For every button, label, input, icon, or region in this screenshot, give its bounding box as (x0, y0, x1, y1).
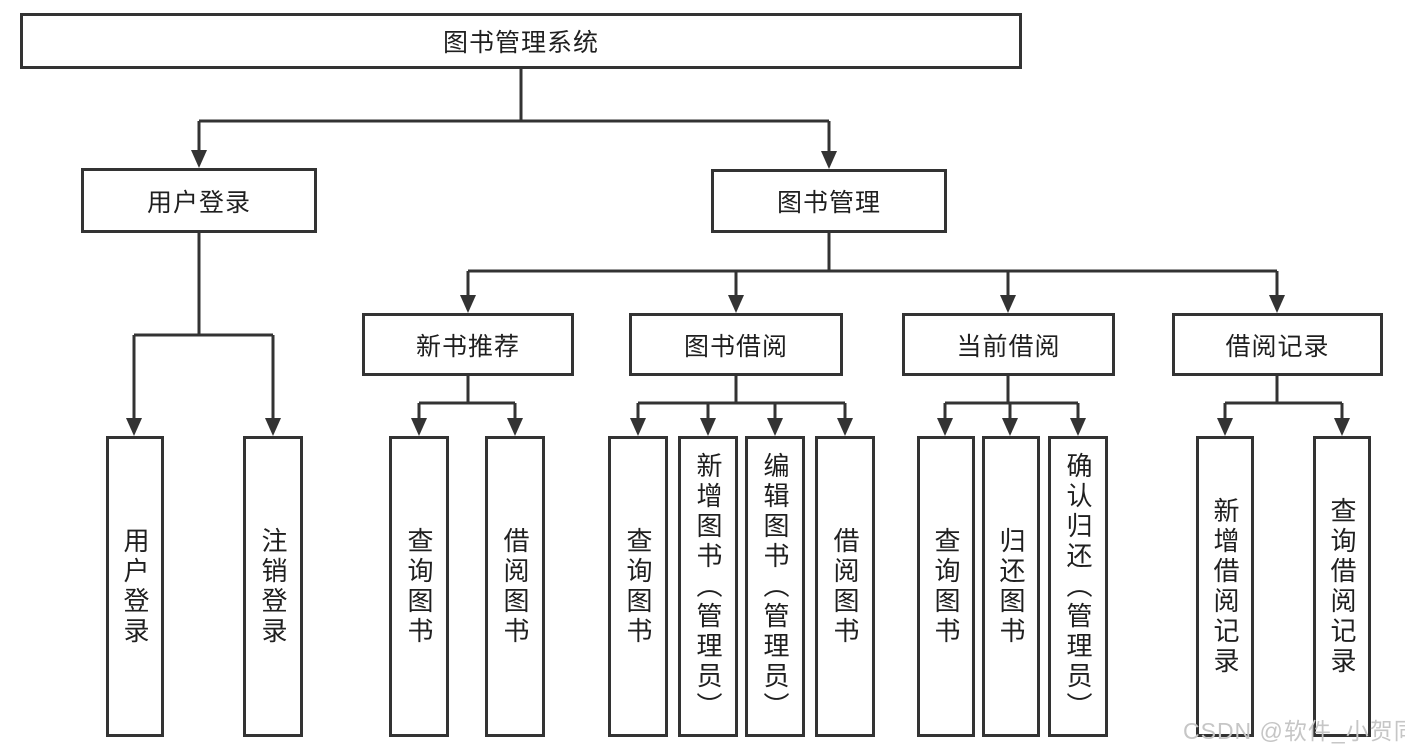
node-current-query-books-label: 查询图书 (931, 526, 961, 647)
node-confirm-return-admin: 确认归还（管理员） (1048, 436, 1108, 737)
node-user-login: 用户登录 (81, 168, 317, 233)
node-edit-books-admin-label: 编辑图书（管理员） (760, 451, 790, 722)
node-book-management: 图书管理 (711, 169, 947, 233)
node-recommend-query-books: 查询图书 (389, 436, 449, 737)
node-return-books-label: 归还图书 (996, 526, 1026, 647)
node-borrowing-borrow-books-label: 借阅图书 (830, 526, 860, 647)
node-recommend-borrow-books-label: 借阅图书 (500, 526, 530, 647)
node-new-book-recommendation: 新书推荐 (362, 313, 574, 376)
node-current-borrowing: 当前借阅 (902, 313, 1115, 376)
node-logout-action: 注销登录 (243, 436, 303, 737)
node-new-book-recommendation-label: 新书推荐 (415, 332, 520, 361)
node-add-books-admin: 新增图书（管理员） (678, 436, 738, 737)
node-recommend-query-books-label: 查询图书 (404, 526, 434, 647)
node-user-login-action: 用户登录 (106, 436, 164, 737)
node-library-system: 图书管理系统 (20, 13, 1022, 69)
node-add-books-admin-label: 新增图书（管理员） (693, 451, 723, 722)
node-book-borrowing: 图书借阅 (629, 313, 843, 376)
node-borrowing-records: 借阅记录 (1172, 313, 1383, 376)
node-add-borrow-record: 新增借阅记录 (1196, 436, 1254, 737)
node-user-login-action-label: 用户登录 (120, 526, 150, 647)
node-add-borrow-record-label: 新增借阅记录 (1210, 496, 1240, 677)
node-book-management-label: 图书管理 (776, 189, 881, 217)
node-edit-books-admin: 编辑图书（管理员） (745, 436, 805, 737)
node-recommend-borrow-books: 借阅图书 (485, 436, 545, 737)
node-borrowing-records-label: 借阅记录 (1225, 332, 1330, 361)
node-current-borrowing-label: 当前借阅 (956, 332, 1061, 361)
watermark: CSDN @软件_小贺同学 (1183, 718, 1405, 744)
node-borrowing-query-books-label: 查询图书 (623, 526, 653, 647)
node-user-login-label: 用户登录 (146, 188, 251, 217)
node-query-borrow-record: 查询借阅记录 (1313, 436, 1371, 737)
node-query-borrow-record-label: 查询借阅记录 (1327, 496, 1357, 677)
node-borrowing-borrow-books: 借阅图书 (815, 436, 875, 737)
node-current-query-books: 查询图书 (917, 436, 975, 737)
node-logout-action-label: 注销登录 (258, 526, 288, 647)
node-library-system-label: 图书管理系统 (442, 29, 599, 57)
node-return-books: 归还图书 (982, 436, 1040, 737)
node-confirm-return-admin-label: 确认归还（管理员） (1063, 451, 1093, 722)
node-book-borrowing-label: 图书借阅 (683, 332, 788, 361)
node-borrowing-query-books: 查询图书 (608, 436, 668, 737)
